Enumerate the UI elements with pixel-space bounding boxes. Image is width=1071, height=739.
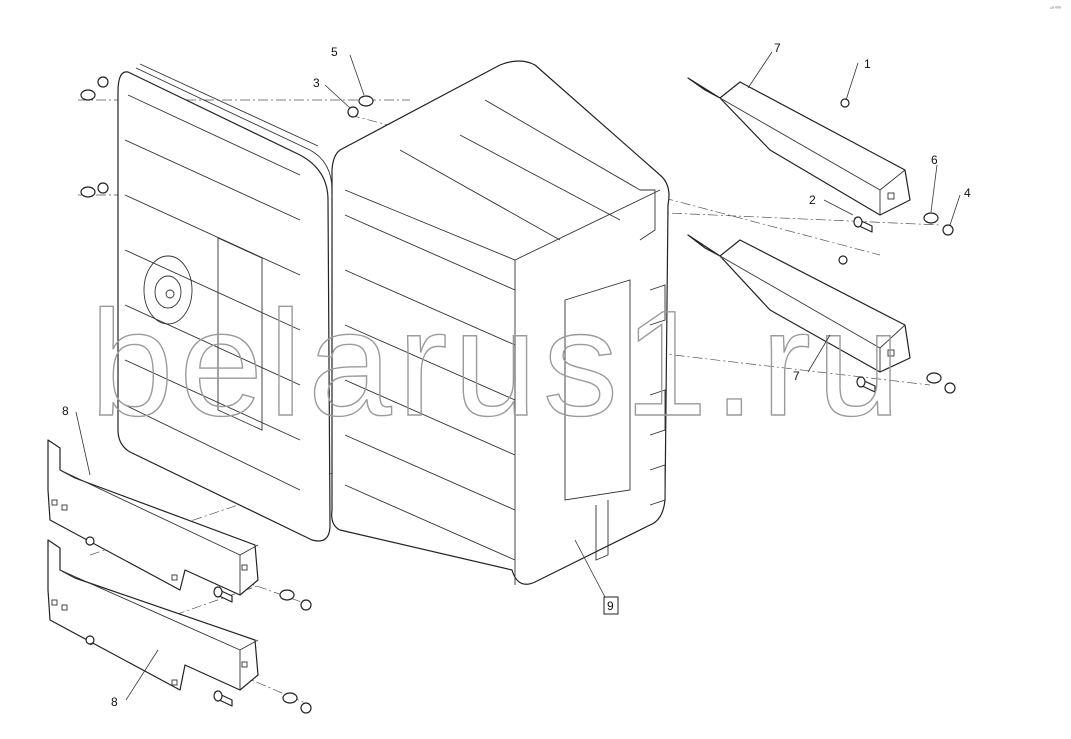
watermark: belarus1.ru: [90, 279, 906, 447]
bolt-icon: [85, 98, 876, 707]
callout-8-upper-rail: 8: [62, 404, 69, 418]
corner-mark: ⁿ⁰ ⁰⁰⁰: [1050, 6, 1061, 12]
nut-icon: [97, 76, 956, 714]
washer-icon: [80, 89, 942, 704]
callout-9: 9: [607, 599, 614, 613]
upper-mounting-rail: [47, 439, 259, 596]
callout-6: 6: [931, 153, 938, 167]
callout-4: 4: [964, 186, 971, 200]
lower-mounting-rail: [47, 539, 259, 691]
callout-8-lower-rail: 8: [111, 695, 118, 709]
upper-bracket: [687, 77, 911, 216]
callout-7-lower-bracket: 7: [793, 369, 800, 383]
callout-9-boxed: 9: [603, 596, 619, 615]
leader-lines: [75, 51, 961, 701]
toolbox-body: [331, 60, 670, 585]
callout-5: 5: [331, 45, 338, 59]
lower-bracket: [687, 234, 911, 373]
callout-1: 1: [864, 57, 871, 71]
callout-2: 2: [809, 193, 816, 207]
lock-handle-icon: [143, 255, 193, 325]
callout-3: 3: [313, 76, 320, 90]
callout-7-upper-bracket: 7: [774, 41, 781, 55]
